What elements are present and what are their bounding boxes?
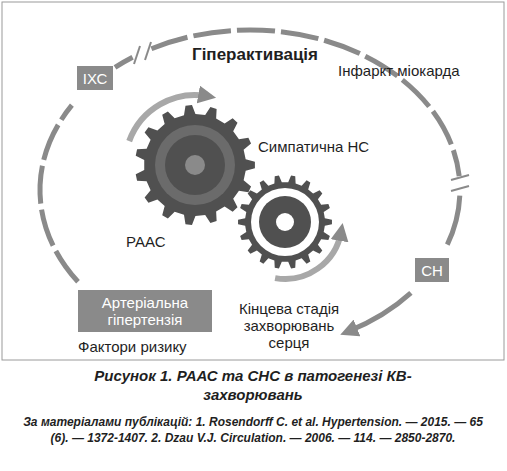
- outcome-label: Кінцева стадія захворювань серця: [230, 300, 348, 351]
- system-label: РААС: [126, 233, 196, 250]
- gear-symbol: [238, 175, 332, 268]
- event-label: Інфаркт міокарда: [338, 62, 498, 79]
- gear-symbol: [136, 105, 255, 225]
- gear-ring: [259, 196, 311, 248]
- cycle-arc: [115, 57, 133, 67]
- gear-ring: [251, 188, 319, 256]
- gear-ring: [165, 135, 225, 195]
- rotation-arrow: [275, 232, 341, 279]
- source-note: За матеріалами публікацій: 1. Rosendorff…: [18, 414, 488, 446]
- cycle-arrow: [349, 293, 411, 331]
- break-line: [451, 186, 469, 191]
- break-line: [451, 175, 469, 180]
- box-text: СН: [421, 262, 443, 279]
- figure-caption: Рисунок 1. РААС та СНС в патогенезі КВ-з…: [83, 366, 423, 404]
- cycle-arc: [40, 105, 78, 282]
- break-line: [145, 42, 151, 60]
- disease-box: СН: [415, 258, 449, 282]
- gear-teeth: [136, 105, 255, 225]
- gear-ring: [155, 125, 235, 205]
- heading-label: Гіперактивація: [150, 46, 360, 63]
- figure-frame: [2, 2, 504, 360]
- gear-teeth: [238, 175, 332, 268]
- system-label: Симпатична НС: [258, 138, 388, 155]
- rotation-arrows: [129, 95, 341, 279]
- break-line: [134, 46, 140, 64]
- gear-ring: [185, 155, 205, 175]
- group-label: Фактори ризику: [78, 338, 238, 355]
- rotation-arrow: [129, 95, 207, 141]
- risk-factor-box: Артеріальна гіпертензія: [78, 290, 212, 332]
- cycle-arc: [447, 196, 460, 245]
- disease-box: ІХС: [77, 66, 113, 90]
- box-text: Артеріальна гіпертензія: [81, 294, 209, 328]
- box-text: ІХС: [83, 70, 108, 87]
- gear-ring: [276, 213, 294, 231]
